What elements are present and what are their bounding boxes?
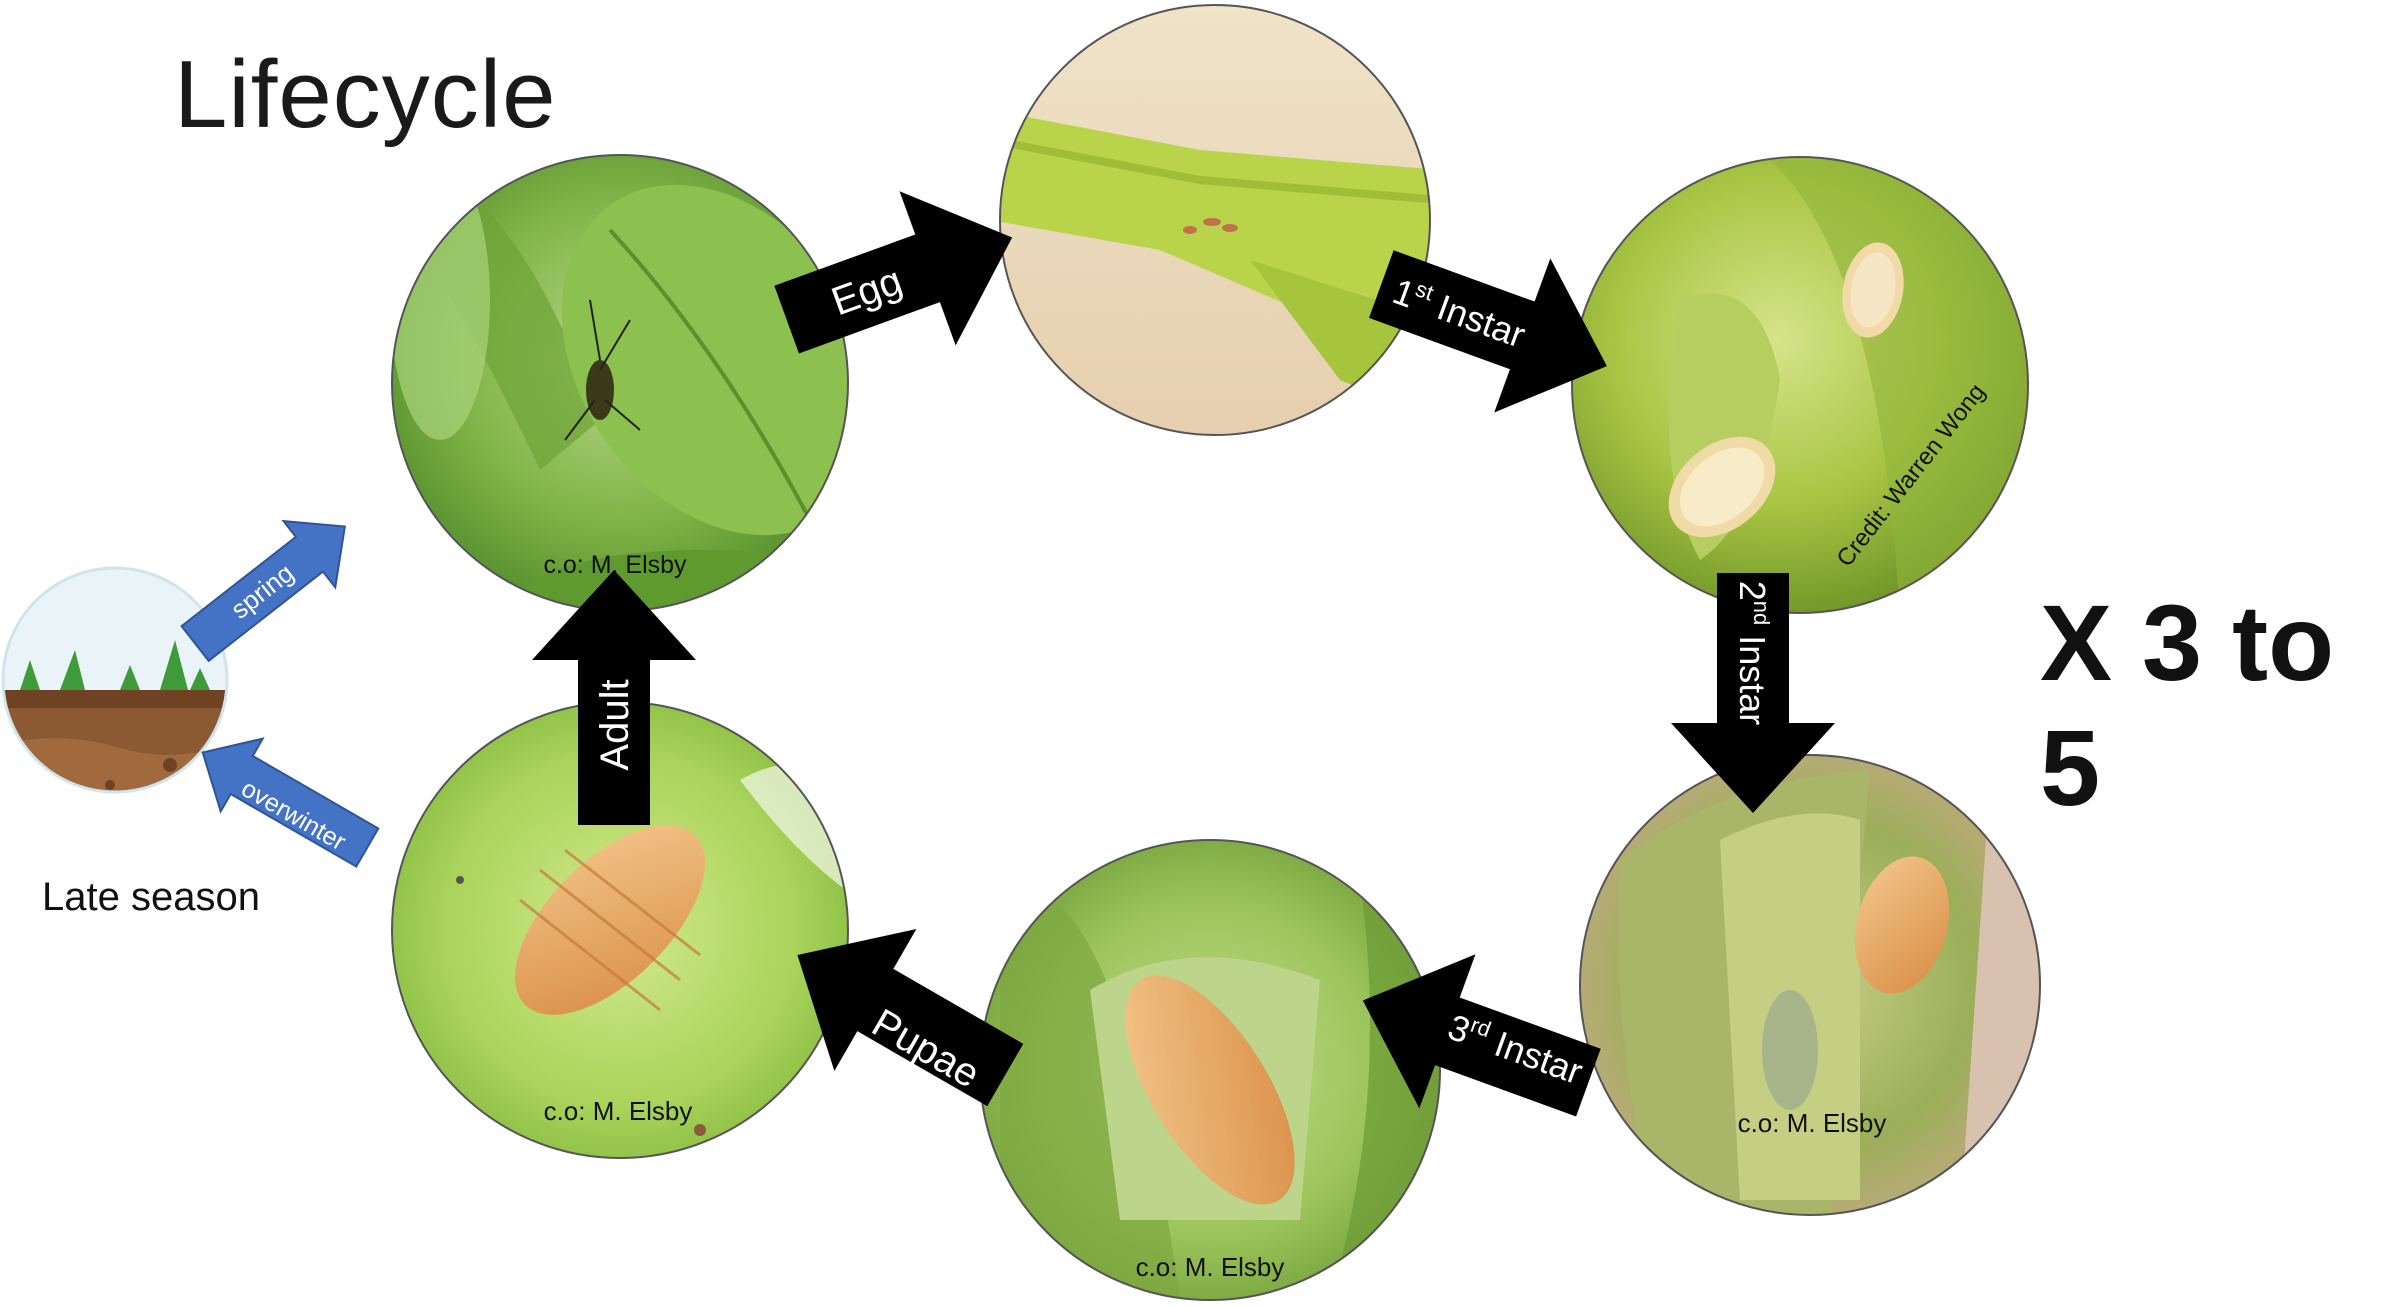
egg-photo [990,5,1440,435]
arrow-adult-label: Adult [593,679,637,770]
instar2-credit: c.o: M. Elsby [1738,1108,1887,1138]
instar2-photo [1580,755,2050,1220]
arrow-spring: spring [169,493,370,676]
soil-icon [0,568,240,810]
instar3-credit: c.o: M. Elsby [1136,1252,1285,1282]
instar3-photo [980,840,1440,1300]
arrow-overwinter: overwinter [182,716,389,884]
pupae-credit: c.o: M. Elsby [544,1096,693,1126]
